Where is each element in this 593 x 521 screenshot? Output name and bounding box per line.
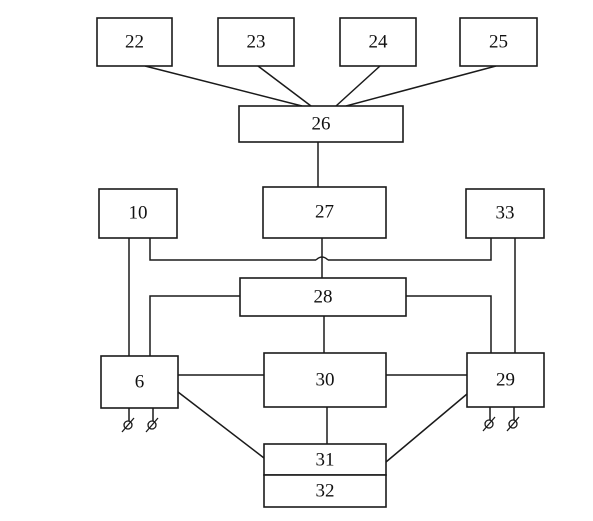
block-33: 33	[465, 188, 545, 239]
block-33-label: 33	[496, 203, 515, 224]
block-24: 24	[339, 17, 417, 67]
block-29-label: 29	[496, 370, 515, 391]
block-22-label: 22	[125, 32, 144, 53]
block-30: 30	[263, 352, 387, 408]
block-31: 31	[263, 443, 387, 476]
block-32: 32	[263, 474, 387, 508]
block-25-label: 25	[489, 32, 508, 53]
terminals-block-29	[482, 407, 520, 432]
block-24-label: 24	[369, 32, 389, 53]
link-23-26	[257, 65, 312, 107]
terminal-icon	[506, 416, 520, 432]
block-23: 23	[217, 17, 295, 67]
block-6-label: 6	[135, 372, 145, 393]
link-28-29	[406, 295, 492, 353]
link-6-31	[177, 391, 265, 459]
block-29: 29	[466, 352, 545, 408]
block-26-label: 26	[312, 114, 331, 135]
block-32-label: 32	[316, 481, 335, 502]
block-30-label: 30	[316, 370, 335, 391]
terminal-icon	[482, 416, 496, 432]
bus-junction	[315, 256, 329, 261]
link-29-31	[385, 393, 468, 463]
link-24-26	[335, 65, 381, 107]
link-22-26	[144, 65, 303, 107]
terminal-icon	[145, 417, 159, 433]
block-26: 26	[238, 105, 404, 143]
block-23-label: 23	[247, 32, 266, 53]
link-28-6	[149, 295, 240, 356]
link-10-bus	[149, 238, 316, 261]
connections	[128, 65, 516, 463]
block-10-label: 10	[129, 203, 148, 224]
terminal-icon	[121, 417, 135, 433]
block-22: 22	[96, 17, 173, 67]
link-25-26	[345, 65, 497, 107]
block-27-label: 27	[315, 202, 334, 223]
block-6: 6	[100, 355, 179, 409]
terminals-block-6	[121, 408, 159, 433]
link-33-bus	[328, 238, 492, 261]
block-10: 10	[98, 188, 178, 239]
block-27: 27	[262, 186, 387, 239]
block-28-label: 28	[314, 287, 333, 308]
block-25: 25	[459, 17, 538, 67]
block-31-label: 31	[316, 450, 335, 471]
block-28: 28	[239, 277, 407, 317]
